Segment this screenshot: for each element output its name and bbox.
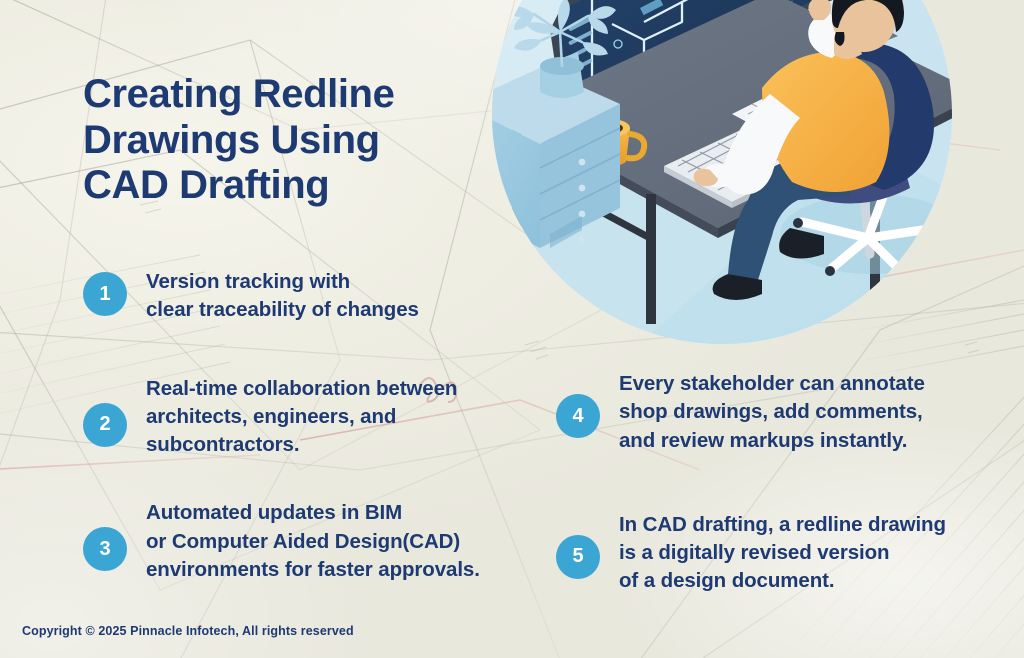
list-item-line: is a digitally revised version	[619, 541, 890, 565]
title-line-2: Drawings Using	[83, 117, 380, 162]
title-line-3: CAD Drafting	[83, 163, 330, 208]
list-column-right: 4 Every stakeholder can annotate shop dr…	[556, 370, 996, 596]
list-item-line: clear traceability of changes	[146, 298, 419, 322]
list-item-line: In CAD drafting, a redline drawing	[619, 512, 946, 536]
list-item: 1 Version tracking with clear traceabili…	[83, 268, 553, 325]
person-designer-icon	[693, 0, 904, 300]
list-column-left: 1 Version tracking with clear traceabili…	[83, 268, 553, 584]
list-item: 4 Every stakeholder can annotate shop dr…	[556, 370, 996, 455]
list-item-text: In CAD drafting, a redline drawing is a …	[619, 511, 946, 596]
list-item-line: environments for faster approvals.	[146, 557, 480, 581]
list-item-line: Real-time collaboration between	[146, 376, 458, 400]
chair-wheel-base	[793, 189, 945, 280]
list-item-line: Automated updates in BIM	[146, 501, 403, 525]
list-item-text: Automated updates in BIM or Computer Aid…	[146, 499, 480, 584]
potted-plant-icon	[508, 0, 616, 98]
page-title: Creating Redline Drawings Using CAD Draf…	[83, 72, 513, 209]
list-item-line: shop drawings, add comments,	[619, 400, 923, 424]
list-item-number-badge: 2	[83, 402, 127, 447]
list-item-line: subcontractors.	[146, 433, 300, 457]
list-item: 3 Automated updates in BIM or Computer A…	[83, 499, 553, 584]
title-line-1: Creating Redline	[83, 72, 395, 116]
list-item-number-badge: 4	[556, 394, 600, 438]
list-item-line: architects, engineers, and	[146, 404, 397, 428]
list-item-line: of a design document.	[619, 569, 835, 593]
list-item-text: Version tracking with clear traceability…	[146, 268, 419, 325]
list-item-line: and review markups instantly.	[619, 428, 908, 452]
list-item-number-badge: 3	[83, 527, 127, 572]
cad-designer-workstation-illustration	[492, 0, 952, 344]
list-item: 2 Real-time collaboration between archit…	[83, 375, 553, 460]
list-item-text: Every stakeholder can annotate shop draw…	[619, 370, 925, 455]
list-item-text: Real-time collaboration between architec…	[146, 375, 457, 460]
list-item-line: or Computer Aided Design(CAD)	[146, 529, 461, 553]
list-item-line: Version tracking with	[146, 270, 351, 293]
list-item-number-badge: 1	[83, 272, 127, 316]
list-item-number-badge: 5	[556, 534, 600, 579]
list-item-line: Every stakeholder can annotate	[619, 372, 925, 395]
copyright-footer: Copyright © 2025 Pinnacle Infotech, All …	[22, 624, 354, 638]
list-item: 5 In CAD drafting, a redline drawing is …	[556, 511, 996, 596]
